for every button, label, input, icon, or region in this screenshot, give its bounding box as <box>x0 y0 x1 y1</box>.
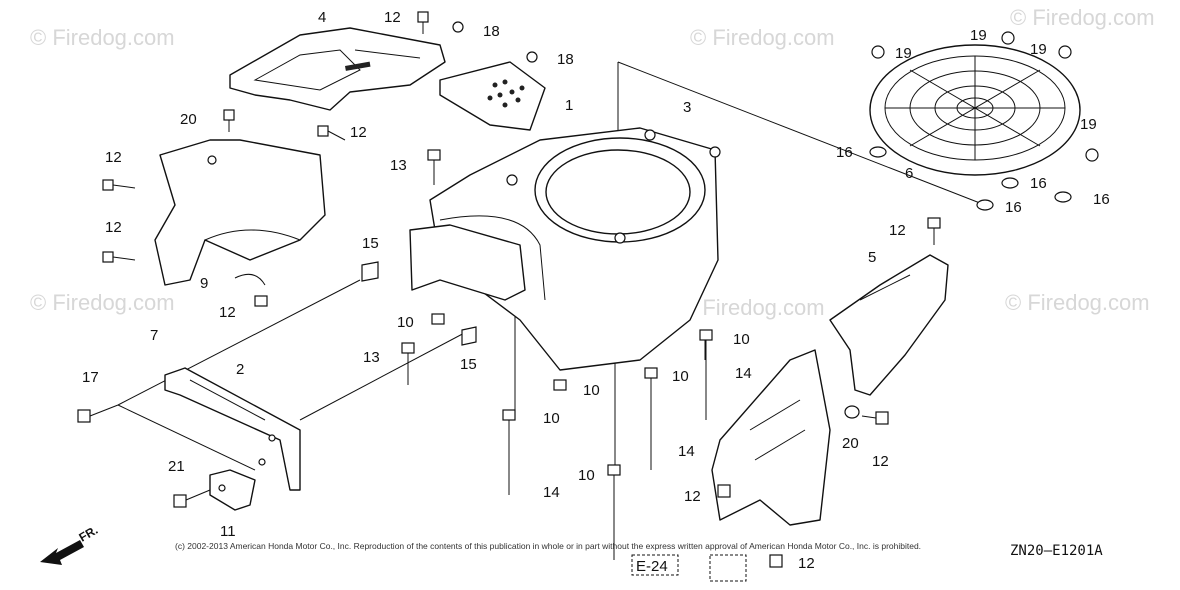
callout-16: 16 <box>836 144 853 161</box>
reference-box: E-24 <box>631 554 747 582</box>
callout-1: 1 <box>565 97 573 114</box>
watermark: © Firedog.com <box>1010 5 1155 30</box>
callout-15: 15 <box>362 235 379 252</box>
callout-14: 14 <box>543 484 560 501</box>
callout-19: 19 <box>1030 41 1047 58</box>
callout-17: 17 <box>82 369 99 386</box>
callout-9: 9 <box>200 275 208 292</box>
part-4-shroud-plate <box>229 27 446 111</box>
callout-13: 13 <box>363 349 380 366</box>
part-5-right-shroud <box>829 254 949 396</box>
watermark: © Firedog.com <box>30 290 175 315</box>
callout-10: 10 <box>583 382 600 399</box>
callout-2: 2 <box>236 361 244 378</box>
callout-16: 16 <box>1005 199 1022 216</box>
right-lower-bracket <box>711 349 831 526</box>
callout-14: 14 <box>678 443 695 460</box>
callout-10: 10 <box>578 467 595 484</box>
callout-12: 12 <box>872 453 889 470</box>
copyright-notice: (c) 2002-2013 American Honda Motor Co., … <box>175 541 921 551</box>
front-direction-arrow: FR. <box>40 523 100 565</box>
part-1-cover <box>439 61 546 131</box>
callout-10: 10 <box>397 314 414 331</box>
callout-16: 16 <box>1093 191 1110 208</box>
callout-15: 15 <box>460 356 477 373</box>
callout-10: 10 <box>672 368 689 385</box>
callout-12: 12 <box>684 488 701 505</box>
part-6-fan-screen <box>869 44 1081 176</box>
callout-12: 12 <box>384 9 401 26</box>
callout-19: 19 <box>1080 116 1097 133</box>
callout-12: 12 <box>889 222 906 239</box>
watermark: © Firedog.com <box>680 295 825 320</box>
callout-10: 10 <box>733 331 750 348</box>
callout-10: 10 <box>543 410 560 427</box>
watermarks: © Firedog.com © Firedog.com © Firedog.co… <box>30 5 1155 320</box>
callout-3: 3 <box>683 99 691 116</box>
callout-18: 18 <box>557 51 574 68</box>
callout-7: 7 <box>150 327 158 344</box>
part-11-clip <box>209 469 256 511</box>
callout-18: 18 <box>483 23 500 40</box>
part-3-fan-cover <box>409 127 721 371</box>
watermark: © Firedog.com <box>690 25 835 50</box>
part-7-left-shroud <box>154 139 326 286</box>
callout-4: 4 <box>318 9 326 26</box>
callout-12: 12 <box>350 124 367 141</box>
diagram-code: ZN20—E1201A <box>1010 543 1103 559</box>
callout-12: 12 <box>219 304 236 321</box>
callout-12: 12 <box>105 219 122 236</box>
callout-6: 6 <box>905 165 913 182</box>
cover-vent-holes <box>487 79 525 108</box>
callout-19: 19 <box>895 45 912 62</box>
callout-11: 11 <box>220 523 236 540</box>
reference-box-label: E-24 <box>636 558 668 575</box>
watermark: © Firedog.com <box>30 25 175 50</box>
callouts: 1 2 3 4 5 6 7 9 10 10 10 10 10 10 11 12 … <box>82 9 1110 572</box>
callout-12: 12 <box>798 555 815 572</box>
fasteners <box>77 11 1099 568</box>
callout-21: 21 <box>168 458 185 475</box>
callout-20: 20 <box>842 435 859 452</box>
callout-5: 5 <box>868 249 876 266</box>
callout-14: 14 <box>735 365 752 382</box>
callout-19: 19 <box>970 27 987 44</box>
callout-20: 20 <box>180 111 197 128</box>
callout-12: 12 <box>105 149 122 166</box>
callout-16: 16 <box>1030 175 1047 192</box>
watermark: © Firedog.com <box>1005 290 1150 315</box>
part-2-bracket <box>164 367 301 491</box>
callout-13: 13 <box>390 157 407 174</box>
